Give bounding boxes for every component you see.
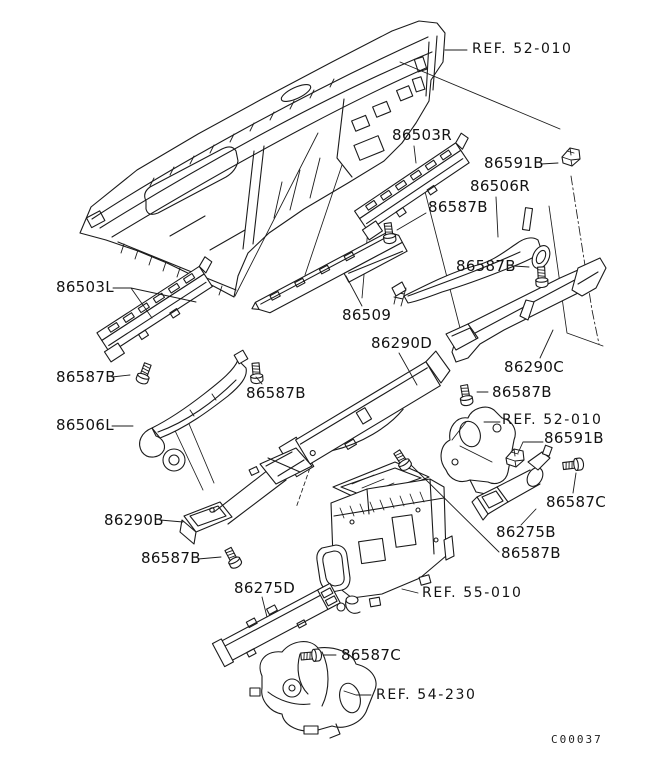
part-label-ref-55-010[interactable]: REF. 55-010 <box>422 585 523 601</box>
part-label-86587b-2[interactable]: 86587B <box>456 257 516 275</box>
part-86290C-drawing <box>445 257 607 363</box>
part-label-86587c-1[interactable]: 86587C <box>546 493 606 511</box>
part-label-86503r[interactable]: 86503R <box>392 126 452 144</box>
part-label-86503l[interactable]: 86503L <box>56 278 114 296</box>
bolt-86587C-right <box>561 457 585 473</box>
instrument-panel-frame-drawing <box>79 20 446 298</box>
part-label-ref-54-230[interactable]: REF. 54-230 <box>376 687 477 703</box>
screw-86587B-left <box>134 361 155 386</box>
part-label-86587b-6[interactable]: 86587B <box>141 549 201 567</box>
part-label-ref-52-010-top[interactable]: REF. 52-010 <box>472 41 573 57</box>
clip-86591B-top <box>561 147 581 167</box>
screw-86587B-top <box>381 221 397 245</box>
screw-86587B-right-mid <box>457 383 475 408</box>
screw-86587B-bottom-left <box>222 545 244 571</box>
part-label-86506l[interactable]: 86506L <box>56 416 114 434</box>
part-86506R-drawing <box>391 207 551 307</box>
part-86509-drawing <box>251 231 408 314</box>
part-label-86587b-5[interactable]: 86587B <box>492 383 552 401</box>
part-86275B-drawing <box>471 444 553 521</box>
part-label-86275b[interactable]: 86275B <box>496 523 556 541</box>
part-label-86290d[interactable]: 86290D <box>371 334 433 352</box>
part-86503L-drawing <box>96 256 213 363</box>
part-label-86587b-4[interactable]: 86587B <box>246 384 306 402</box>
screw-86587B-left-mid <box>248 361 264 385</box>
heater-unit-drawing <box>316 461 455 614</box>
part-label-86275d[interactable]: 86275D <box>234 579 296 597</box>
part-86290B-drawing <box>179 447 313 545</box>
part-label-86506r[interactable]: 86506R <box>470 177 530 195</box>
part-label-86591b-lower[interactable]: 86591B <box>544 429 604 447</box>
housing-ref-54-230-drawing <box>249 641 377 739</box>
bracket-ref-52-010-drawing <box>440 406 516 495</box>
part-86503R-drawing <box>354 132 470 241</box>
part-86506L-drawing <box>139 349 249 472</box>
drawing-code: C00037 <box>551 733 603 746</box>
part-label-86509[interactable]: 86509 <box>342 306 392 324</box>
part-label-86290c[interactable]: 86290C <box>504 358 564 376</box>
screw-86587B-right <box>534 266 549 289</box>
part-86275D-drawing <box>211 582 341 668</box>
part-label-86290b[interactable]: 86290B <box>104 511 164 529</box>
leader-lines <box>111 49 577 696</box>
part-label-86587b-1[interactable]: 86587B <box>428 198 488 216</box>
part-label-86591b-right[interactable]: 86591B <box>484 154 544 172</box>
part-label-86587b-7[interactable]: 86587B <box>501 544 561 562</box>
part-label-86587c-2[interactable]: 86587C <box>341 646 401 664</box>
part-label-ref-52-010-bracket[interactable]: REF. 52-010 <box>502 412 603 428</box>
part-label-86587b-3[interactable]: 86587B <box>56 368 116 386</box>
